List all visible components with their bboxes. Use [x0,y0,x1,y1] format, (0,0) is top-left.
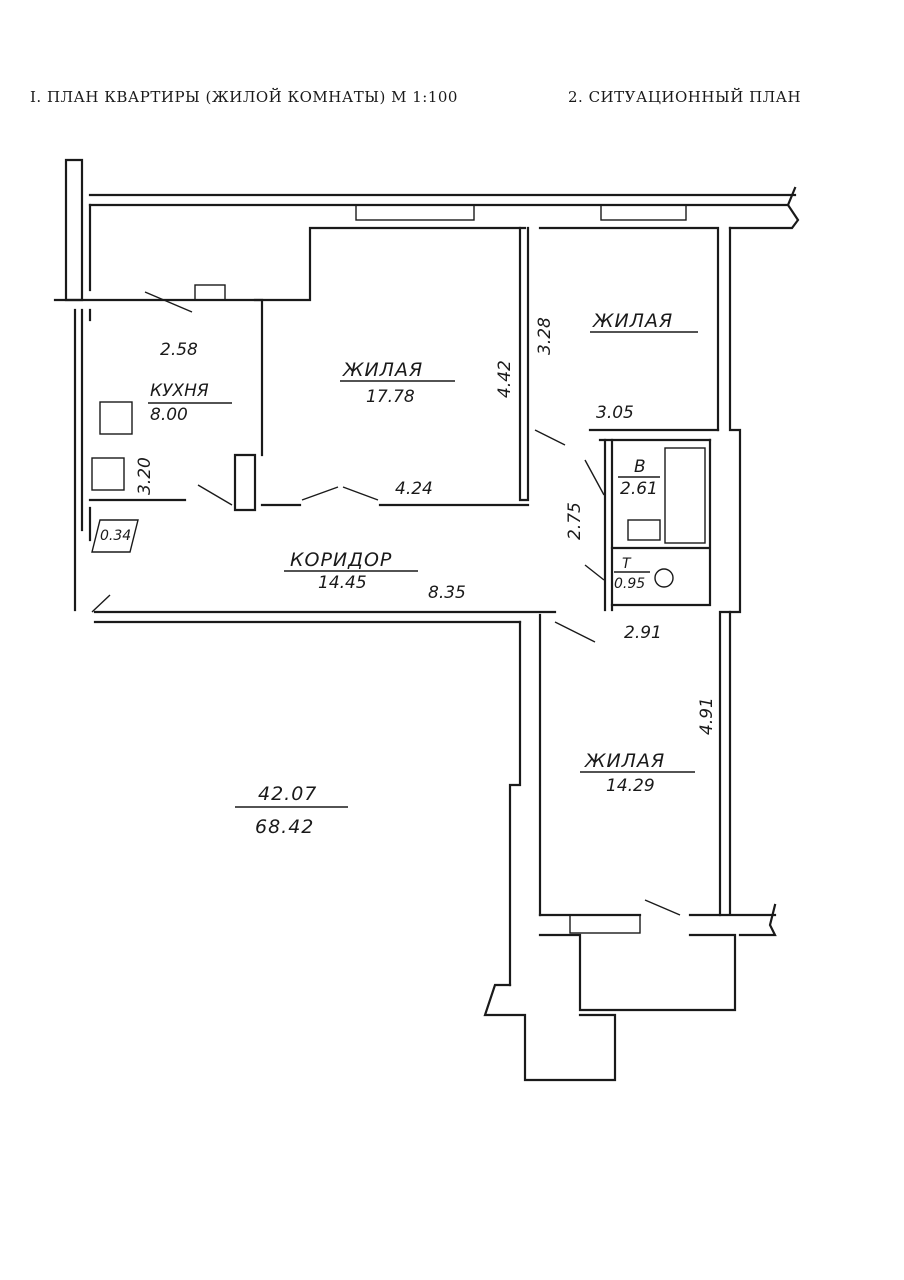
plan-heading: I. ПЛАН КВАРТИРЫ (ЖИЛОЙ КОМНАТЫ) М 1:100 [30,88,458,106]
center-room-area-label: 17.78 [366,387,415,407]
bath-name-label: В [634,457,646,477]
living-area-total-label: 42.07 [258,783,317,805]
kitchen-width-label: 2.58 [160,340,198,360]
kitchen-name-label: КУХНЯ [150,381,209,401]
stove-icon [99,401,133,435]
toilet-icon [654,568,674,588]
ne-room-name-label: ЖИЛАЯ [592,310,673,332]
fixtures [91,401,706,934]
bathtub-icon [664,447,706,544]
situation-plan-heading: 2. СИТУАЦИОННЫЙ ПЛАН [568,88,802,106]
closet-area-label: 0.34 [100,528,131,544]
kitchen-depth-label: 3.20 [135,457,155,495]
corridor-area-label: 14.45 [318,573,367,593]
bath-area-label: 2.61 [620,479,658,499]
sink-icon [91,457,125,491]
center-room-width-label: 4.24 [395,479,433,499]
corridor-name-label: КОРИДОР [290,549,392,571]
toilet-area-label: 0.95 [614,576,645,592]
total-area-label: 68.42 [255,816,314,838]
ne-room-width-label: 3.05 [596,403,634,423]
kitchen-area-label: 8.00 [150,405,188,425]
toilet-name-label: Т [622,556,632,572]
washbasin-icon [627,519,661,541]
windows [194,204,687,301]
corridor-length-label: 8.35 [428,583,466,603]
center-room-name-label: ЖИЛАЯ [342,359,423,381]
center-room-depth-label: 4.42 [495,360,515,398]
hall-depth-label: 2.75 [565,502,585,540]
ne-room-depth-label: 3.28 [535,317,555,355]
se-room-depth-label: 4.91 [697,697,717,735]
se-room-name-label: ЖИЛАЯ [584,750,665,772]
interior-walls [88,226,777,1082]
se-room-area-label: 14.29 [606,776,655,796]
se-room-width-label: 2.91 [624,623,662,643]
door-swings [91,291,681,916]
